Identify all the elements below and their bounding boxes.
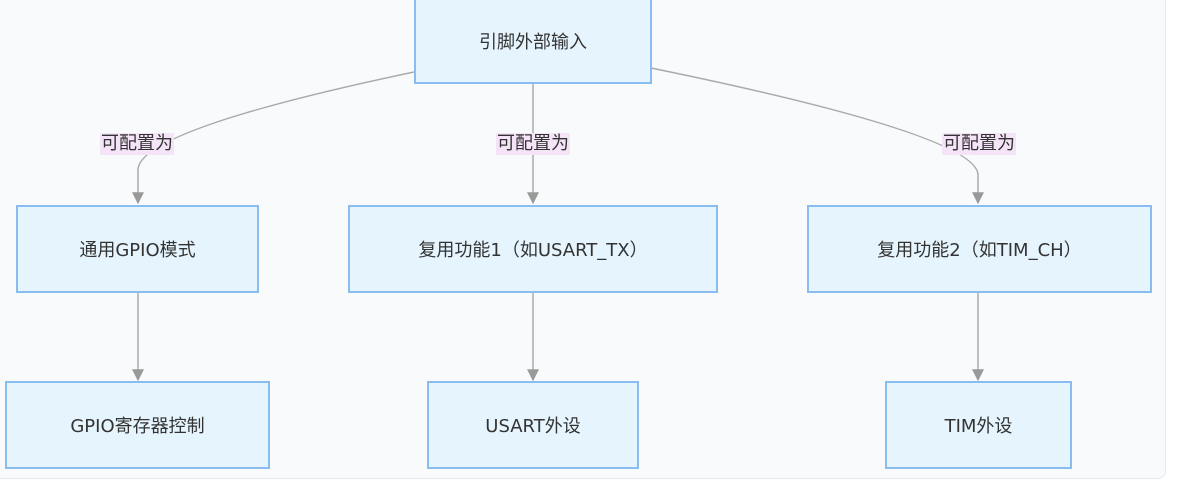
node-pin-external-input[interactable]: 引脚外部输入 (414, 0, 652, 84)
edge-label-root-to-gpio-mode: 可配置为 (100, 133, 174, 155)
node-label: 复用功能1（如USART_TX） (418, 240, 648, 261)
node-usart-peripheral[interactable]: USART外设 (427, 381, 639, 469)
node-label: GPIO寄存器控制 (70, 416, 205, 437)
node-label: 引脚外部输入 (479, 32, 587, 53)
edge-root-to-alt2 (650, 67, 984, 205)
node-tim-peripheral[interactable]: TIM外设 (885, 381, 1072, 469)
node-label: USART外设 (485, 416, 581, 437)
node-label: 通用GPIO模式 (79, 240, 196, 261)
node-gpio-mode[interactable]: 通用GPIO模式 (16, 205, 259, 293)
node-label: 复用功能2（如TIM_CH） (877, 240, 1082, 261)
node-label: TIM外设 (944, 416, 1013, 437)
node-alt-function-2[interactable]: 复用功能2（如TIM_CH） (807, 205, 1152, 293)
node-gpio-register-control[interactable]: GPIO寄存器控制 (5, 381, 270, 469)
node-alt-function-1[interactable]: 复用功能1（如USART_TX） (348, 205, 718, 293)
edge-label-root-to-alt2: 可配置为 (942, 133, 1016, 155)
edge-label-root-to-alt1: 可配置为 (496, 133, 570, 155)
edge-root-to-gpio-mode (132, 71, 415, 205)
